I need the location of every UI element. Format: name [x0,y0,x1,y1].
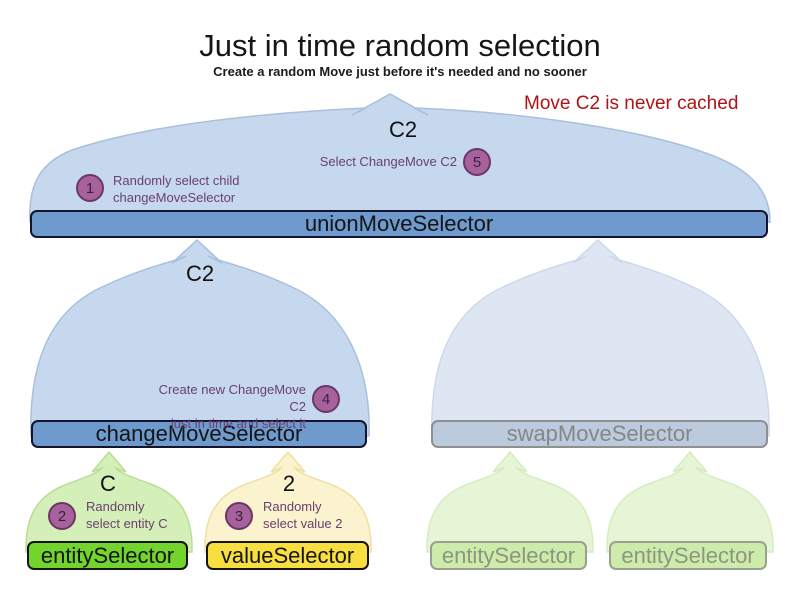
never-cached-note: Move C2 is never cached [524,93,739,114]
union-move-selector-bar: unionMoveSelector [30,210,768,238]
step-circle-3: 3 [225,502,253,530]
swap-move-selector-funnel-shape [431,238,770,437]
change-output-label-c2: C2 [185,261,215,286]
union-output-label-c2: C2 [388,117,418,142]
change-move-selector-bar: changeMoveSelector [31,420,367,448]
step-annotation-5: Select ChangeMove C2 [319,154,457,169]
step-circle-4: 4 [312,385,340,413]
entity-output-label-c: C [100,471,116,496]
step-annotation-2: Randomly select entity C [86,499,168,532]
entity-selector-faded-right-bar: entitySelector [609,541,767,570]
page-subtitle: Create a random Move just before it's ne… [213,64,587,79]
entity-selector-faded-right-funnel-shape [606,450,774,553]
change-move-selector-funnel-shape [30,238,370,437]
step-annotation-3: Randomly select value 2 [263,499,343,532]
page-title: Just in time random selection [199,28,601,63]
step-circle-1: 1 [76,174,104,202]
entity-selector-faded-left-funnel-shape [426,450,594,553]
union-move-selector-funnel-shape [29,93,771,223]
step-annotation-1: Randomly select child changeMoveSelector [113,173,240,206]
step-circle-2: 2 [48,502,76,530]
step-annotation-4: Create new ChangeMove C2 just in time an… [158,382,306,432]
value-output-label-2: 2 [282,471,296,496]
entity-selector-faded-left-bar: entitySelector [430,541,587,570]
step-circle-5: 5 [463,148,491,176]
swap-move-selector-bar: swapMoveSelector [431,420,768,448]
entity-selector-bar: entitySelector [27,541,188,570]
value-selector-bar: valueSelector [206,541,369,570]
